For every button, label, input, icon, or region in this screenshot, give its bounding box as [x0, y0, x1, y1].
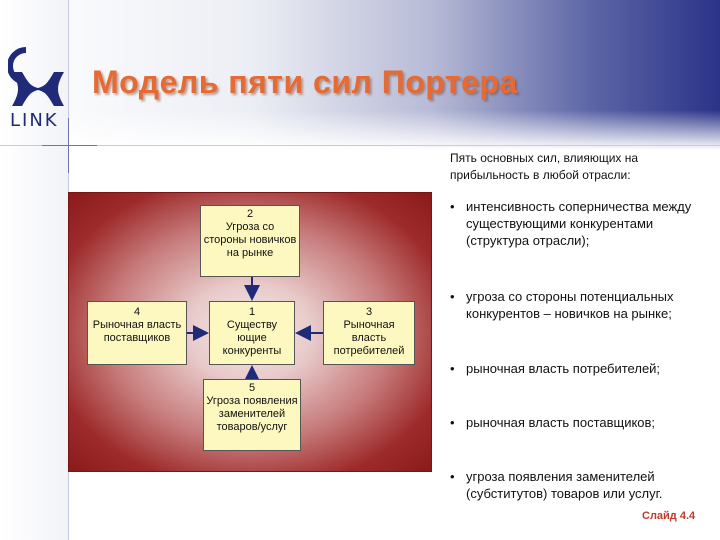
- force-label: Рыночная власть поставщиков: [92, 319, 182, 344]
- bullet-marker: •: [450, 361, 455, 376]
- bullet-text: рыночная власть потребителей;: [466, 361, 661, 376]
- force-box-1: 1 Существу ющие конкуренты: [209, 301, 295, 365]
- bullet-marker: •: [450, 415, 455, 430]
- force-number: 5: [248, 382, 256, 394]
- force-box-2: 2 Угроза со стороны новичков на рынке: [200, 205, 300, 277]
- diagram-arrows: [187, 277, 323, 381]
- crosshair-horizontal: [42, 145, 97, 146]
- bullet-item: • рыночная власть поставщиков;: [450, 414, 712, 431]
- horizontal-rule: [0, 145, 720, 146]
- bullet-item: • угроза со стороны потенциальных конкур…: [450, 288, 712, 322]
- intro-text: Пять основных сил, влияющих на прибыльно…: [450, 151, 639, 182]
- bullet-text: рыночная власть поставщиков;: [466, 415, 656, 430]
- force-box-4: 4 Рыночная власть поставщиков: [87, 301, 187, 365]
- logo-text: LINK: [10, 110, 59, 131]
- force-label: Существу ющие конкуренты: [222, 319, 282, 357]
- bullet-text: угроза со стороны потенциальных конкурен…: [466, 289, 674, 321]
- bullet-marker: •: [450, 289, 455, 304]
- header-band: [0, 0, 720, 150]
- force-number: 4: [133, 306, 141, 318]
- force-number: 3: [365, 306, 373, 318]
- force-label: Угроза со стороны новичков на рынке: [203, 221, 297, 259]
- link-logo-icon: [8, 47, 64, 106]
- bullet-text: интенсивность соперничества между сущест…: [466, 199, 692, 248]
- bullet-marker: •: [450, 469, 455, 484]
- bullet-item: • рыночная власть потребителей;: [450, 360, 712, 377]
- force-box-5: 5 Угроза появления заменителей товаров/у…: [203, 379, 301, 451]
- bullet-item: • угроза появления заменителей (субститу…: [450, 468, 712, 502]
- force-number: 1: [248, 306, 256, 318]
- slide-number: Слайд 4.4: [642, 510, 696, 522]
- force-label: Рыночная власть потребителей: [333, 319, 405, 357]
- force-label: Угроза появления заменителей товаров/усл…: [206, 395, 298, 433]
- force-number: 2: [246, 208, 254, 220]
- force-box-3: 3 Рыночная власть потребителей: [323, 301, 415, 365]
- bullet-marker: •: [450, 199, 455, 214]
- bullet-item: • интенсивность соперничества между суще…: [450, 198, 712, 249]
- bullet-text: угроза появления заменителей (субституто…: [466, 469, 663, 501]
- slide-title: Модель пяти сил Портера: [92, 64, 518, 100]
- porter-diagram: 2 Угроза со стороны новичков на рынке 4 …: [68, 192, 432, 472]
